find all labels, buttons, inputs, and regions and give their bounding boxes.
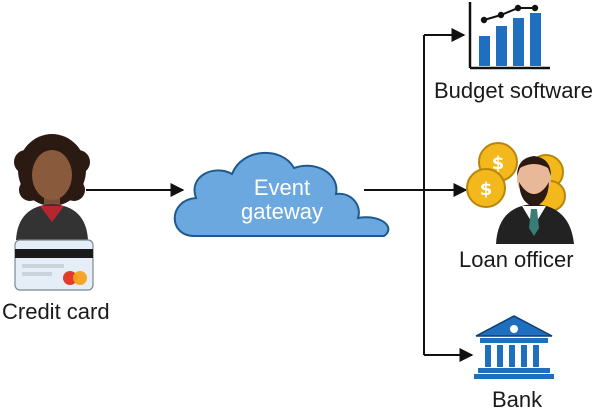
bank-label: Bank bbox=[492, 387, 543, 412]
credit-card-label: Credit card bbox=[2, 299, 110, 324]
credit-card-icon bbox=[14, 239, 94, 291]
loan-officer-label: Loan officer bbox=[459, 247, 574, 272]
event-gateway-label-line1: Event bbox=[253, 175, 311, 200]
event-gateway-label-line2: gateway bbox=[241, 199, 323, 224]
bank-building-icon bbox=[474, 315, 554, 379]
svg-text:$: $ bbox=[492, 153, 505, 174]
woman-avatar-icon bbox=[14, 134, 90, 240]
event-gateway-cloud bbox=[173, 152, 390, 237]
businessman-avatar-icon bbox=[496, 156, 574, 244]
budget-software-label: Budget software bbox=[434, 78, 593, 103]
svg-text:$: $ bbox=[480, 179, 493, 200]
bar-chart-icon bbox=[468, 2, 550, 70]
